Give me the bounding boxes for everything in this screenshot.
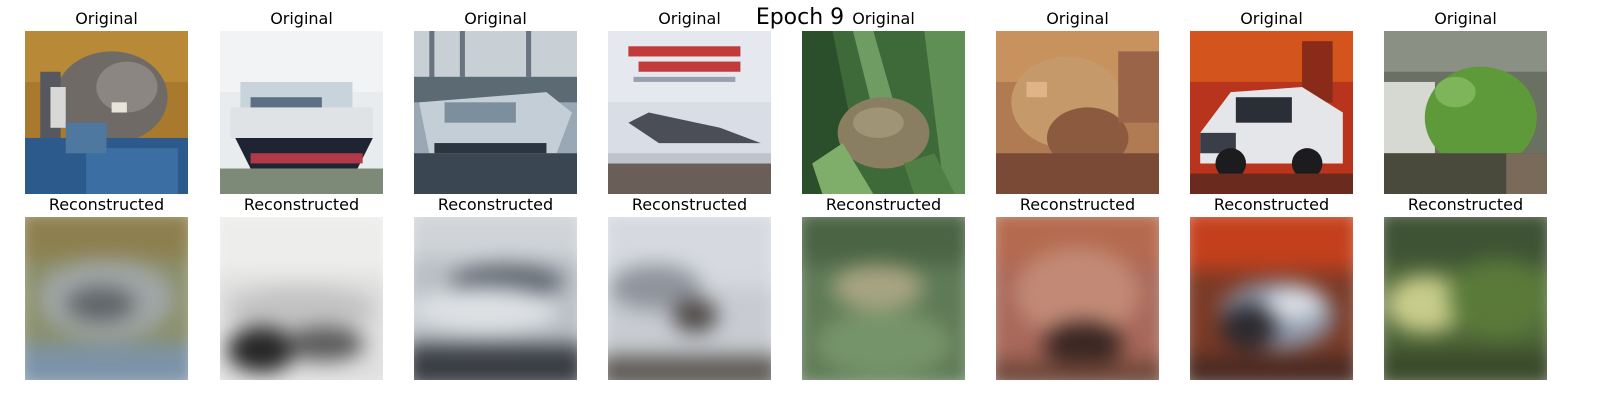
original-title-3: Original — [464, 9, 527, 28]
reconstruction-title-6: Reconstructed — [1019, 195, 1136, 214]
original-image-2 — [220, 31, 383, 194]
original-title-2: Original — [270, 9, 333, 28]
reconstruction-image-8 — [1384, 217, 1547, 380]
reconstruction-image-1 — [25, 217, 188, 380]
reconstruction-title-5: Reconstructed — [825, 195, 942, 214]
original-image-7 — [1190, 31, 1353, 194]
reconstruction-image-3 — [414, 217, 577, 380]
reconstruction-image-5 — [802, 217, 965, 380]
reconstruction-title-8: Reconstructed — [1407, 195, 1524, 214]
original-image-6 — [996, 31, 1159, 194]
original-image-8 — [1384, 31, 1547, 194]
reconstruction-title-1: Reconstructed — [48, 195, 165, 214]
original-title-5: Original — [852, 9, 915, 28]
original-title-1: Original — [75, 9, 138, 28]
original-image-4 — [608, 31, 771, 194]
original-image-1 — [25, 31, 188, 194]
reconstruction-title-2: Reconstructed — [243, 195, 360, 214]
figure-title: Epoch 9 — [755, 5, 845, 30]
reconstruction-image-2 — [220, 217, 383, 380]
original-image-3 — [414, 31, 577, 194]
original-image-5 — [802, 31, 965, 194]
original-title-4: Original — [658, 9, 721, 28]
reconstruction-title-4: Reconstructed — [631, 195, 748, 214]
reconstruction-title-3: Reconstructed — [437, 195, 554, 214]
reconstruction-image-4 — [608, 217, 771, 380]
reconstruction-image-7 — [1190, 217, 1353, 380]
reconstruction-image-6 — [996, 217, 1159, 380]
reconstruction-title-7: Reconstructed — [1213, 195, 1330, 214]
original-title-6: Original — [1046, 9, 1109, 28]
original-title-7: Original — [1240, 9, 1303, 28]
original-title-8: Original — [1434, 9, 1497, 28]
